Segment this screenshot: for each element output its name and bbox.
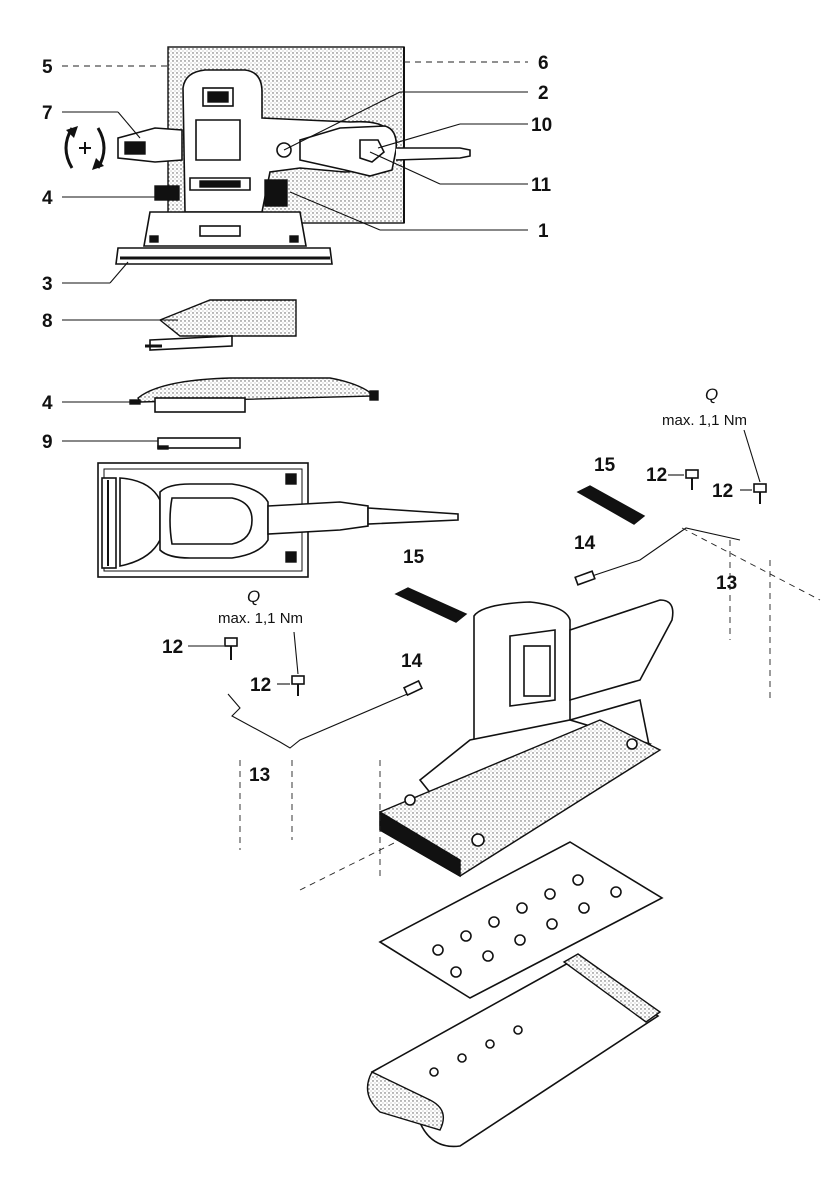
power-cable (396, 148, 470, 160)
label-9: 9 (42, 432, 53, 453)
strip-part (158, 438, 240, 448)
screw-icon (754, 484, 766, 504)
screw-icon (686, 470, 698, 490)
label-12-right-a: 12 (646, 465, 667, 486)
label-6: 6 (538, 53, 549, 74)
screw-icon (292, 676, 304, 696)
label-15-left: 15 (403, 547, 425, 568)
felt-strip-part (396, 588, 466, 622)
torque-symbol-right: Q (705, 385, 718, 404)
label-14-right: 14 (574, 533, 596, 554)
label-10: 10 (531, 115, 552, 136)
label-7: 7 (42, 103, 53, 124)
sander-side-view (116, 47, 470, 264)
clamp-lever-part (155, 186, 179, 200)
sanding-sheet-part (380, 842, 662, 998)
label-1: 1 (538, 221, 549, 242)
clamp-spring-part (228, 692, 412, 748)
dust-chute-part (145, 300, 296, 350)
base-plate-part (116, 248, 332, 264)
abrasive-roll-part (368, 954, 661, 1146)
sander-perspective-view (380, 600, 673, 876)
felt-strip-part (578, 486, 644, 524)
clamp-bar-part (130, 378, 378, 412)
label-8: 8 (42, 311, 53, 332)
label-12-right-b: 12 (712, 481, 733, 502)
screw-icon (225, 638, 237, 660)
label-15-right: 15 (594, 455, 616, 476)
label-12-left-b: 12 (250, 675, 271, 696)
rotation-arrow-icon (66, 126, 104, 170)
label-4-top: 4 (42, 188, 53, 209)
torque-value-right: max. 1,1 Nm (662, 412, 747, 429)
label-13-left: 13 (249, 765, 270, 786)
label-12-left-a: 12 (162, 637, 183, 658)
torque-symbol-left: Q (247, 587, 260, 606)
label-14-left: 14 (401, 651, 423, 672)
label-13-right: 13 (716, 573, 737, 594)
torque-value-left: max. 1,1 Nm (218, 610, 303, 627)
label-11: 11 (531, 175, 552, 196)
label-4-bottom: 4 (42, 393, 53, 414)
label-3: 3 (42, 274, 53, 295)
label-2: 2 (538, 83, 549, 104)
label-5: 5 (42, 57, 53, 78)
